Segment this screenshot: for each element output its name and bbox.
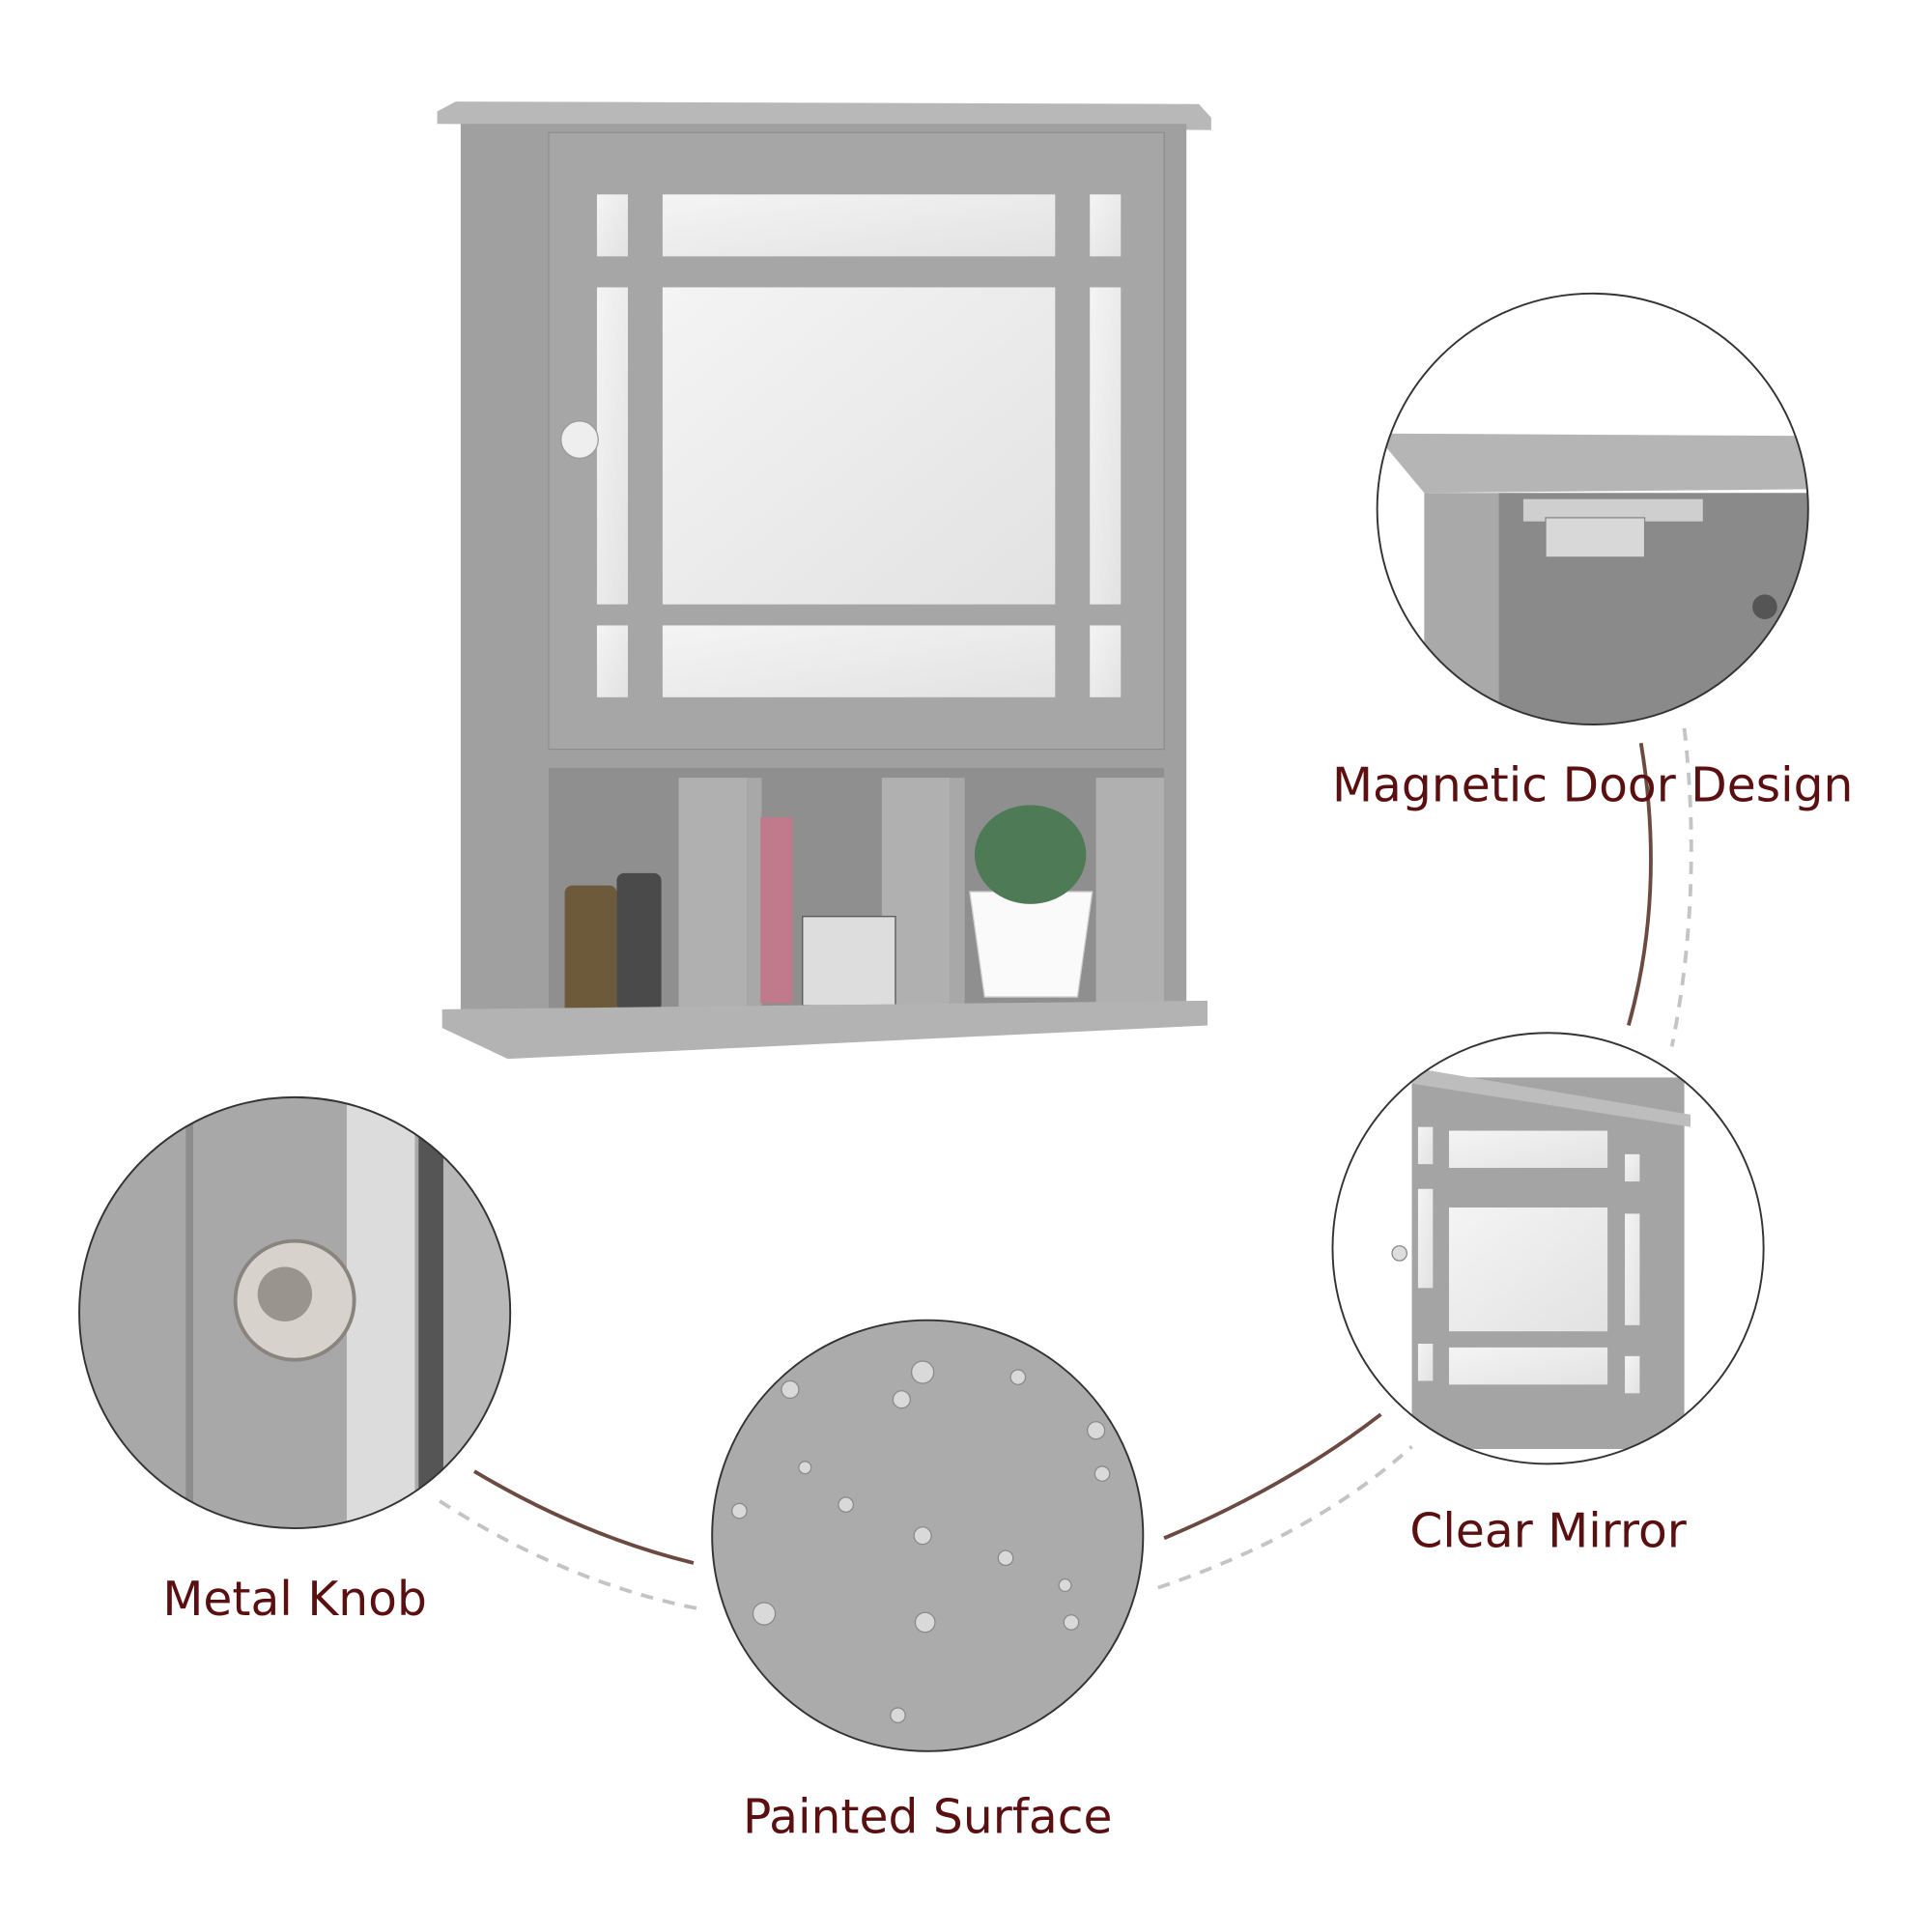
water-droplets-closeup: [712, 1320, 1144, 1751]
candle-jar-icon: [802, 916, 896, 1007]
metal-knob-closeup: [79, 1096, 511, 1529]
knob-icon: [560, 420, 599, 459]
feature-label-painted-surface: Painted Surface: [742, 1789, 1113, 1844]
feature-label-metal-knob: Metal Knob: [162, 1571, 427, 1627]
feature-label-clear-mirror: Clear Mirror: [1409, 1503, 1687, 1558]
plant-icon: [974, 805, 1087, 904]
tube-icon: [760, 817, 793, 1004]
bottle-icon: [564, 885, 617, 1016]
medicine-cabinet: [437, 101, 1211, 1060]
mirror-door-closeup: [1332, 1033, 1764, 1464]
bottle-icon: [616, 872, 662, 1012]
feature-label-magnetic-door: Magnetic Door Design: [1332, 757, 1854, 813]
magnetic-latch-closeup: [1377, 293, 1808, 724]
plant-pot-icon: [969, 891, 1094, 998]
connector-lines: [439, 727, 1693, 1612]
